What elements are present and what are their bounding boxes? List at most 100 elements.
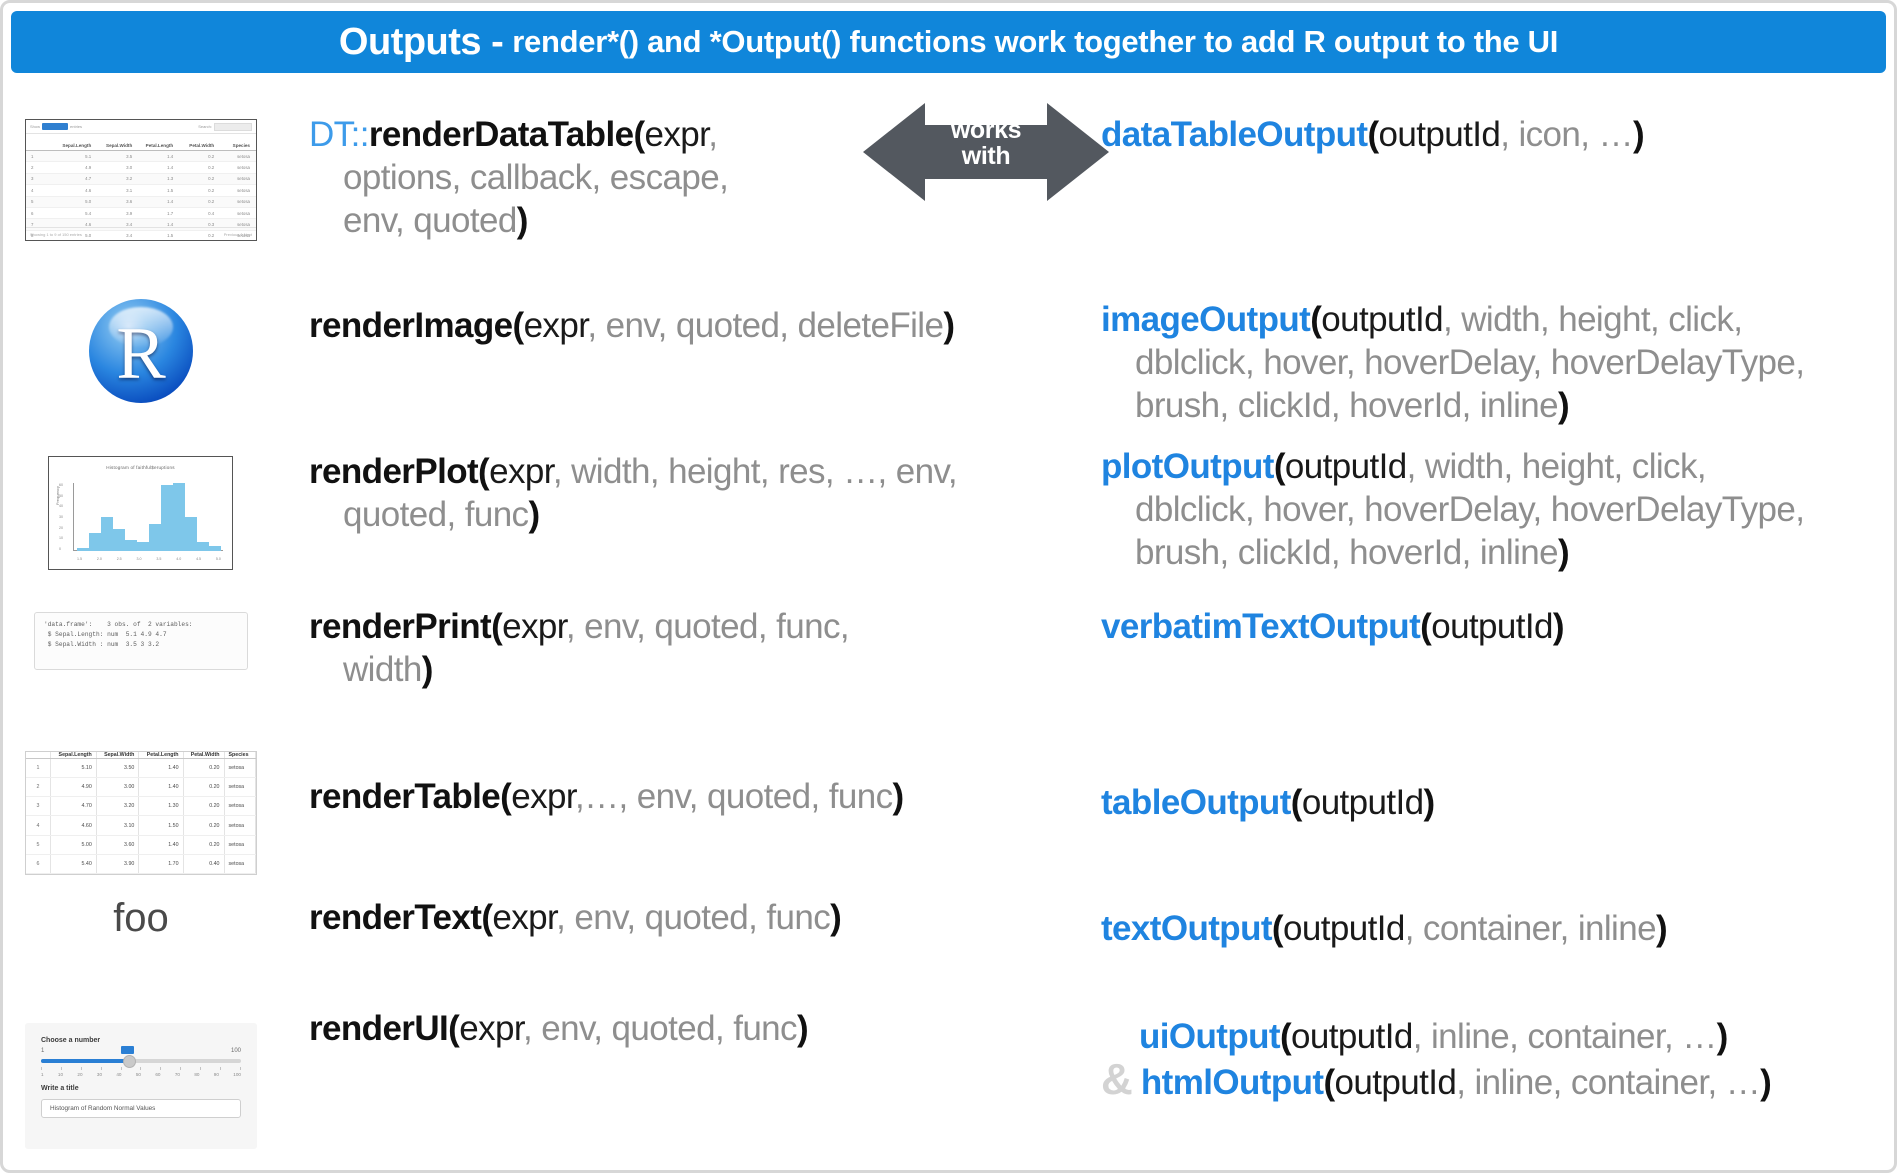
ui-ticklabel: 70 <box>174 1072 180 1077</box>
ui-text-input[interactable]: Histogram of Random Normal Values <box>41 1099 241 1118</box>
ui-slider-handle[interactable] <box>123 1055 136 1068</box>
dt-col-3: Petal.Width <box>189 143 215 148</box>
iris-table-cell: 3.10 <box>96 815 140 836</box>
dt-cell: 3.2 <box>126 176 133 182</box>
histogram-xtick: 2.0 <box>96 557 102 561</box>
dt-cell: 5.0 <box>85 233 92 239</box>
iris-table-cell: 1.40 <box>138 758 184 779</box>
histogram-bar <box>149 523 161 551</box>
render-ui-main-args: expr <box>459 1009 523 1048</box>
render-datatable-args-1: , <box>708 115 718 154</box>
iris-table-col-header: Sepal.Width <box>96 752 140 759</box>
dt-cell: 4.7 <box>85 176 92 182</box>
plot-output-name: plotOutput <box>1101 447 1274 486</box>
iris-table-cell: 5.10 <box>50 758 97 779</box>
datatable-output-dim-args: , icon, … <box>1500 115 1633 154</box>
dt-cell: 3.0 <box>126 165 133 171</box>
dt-cell: setosa <box>237 187 250 193</box>
iris-table-cell: setosa <box>224 815 256 836</box>
dt-cell: 3.1 <box>126 187 133 193</box>
open-paren: ( <box>1271 909 1284 948</box>
html-output-name: htmlOutput <box>1140 1063 1324 1102</box>
iris-table-cell: 3 <box>26 796 51 817</box>
text-output-dim-args: , container, inline <box>1404 909 1657 948</box>
histogram-ytick: 60 <box>59 483 63 487</box>
plot-output-dim-args-1: , width, height, click, <box>1406 447 1707 486</box>
histogram-xtick: 3.5 <box>156 557 162 561</box>
iris-table-cell: 1 <box>26 758 51 779</box>
ui-slider[interactable] <box>41 1046 241 1068</box>
histogram-ytick: 0 <box>59 546 61 551</box>
dt-entries-label: entries <box>70 124 83 129</box>
open-paren: ( <box>478 452 490 491</box>
dt-cell: 4.6 <box>85 222 92 228</box>
ui-slider-fill <box>41 1059 129 1063</box>
iris-table-cell: 4 <box>26 815 51 836</box>
dt-footer-left: Showing 1 to 9 of 150 entries <box>30 231 82 237</box>
close-paren: ) <box>516 201 529 240</box>
histogram-ytick: 20 <box>59 525 63 530</box>
html-output-line: & htmlOutput(outputId, inline, container… <box>1101 1058 1891 1104</box>
iris-table-col-header: Petal.Length <box>138 752 184 759</box>
open-paren: ( <box>448 1009 460 1048</box>
plot-output-main-args: outputId <box>1284 447 1407 486</box>
verbatim-text-output-main-args: outputId <box>1431 607 1553 646</box>
dt-cell: 0.2 <box>208 165 215 171</box>
histogram-ytick: 30 <box>59 514 63 519</box>
render-text-signature: renderText(expr, env, quoted, func) <box>309 896 1079 939</box>
dt-cell: 3.9 <box>126 210 133 216</box>
image-output-dim-args-3: brush, clickId, hoverId, inline <box>1135 386 1559 425</box>
dt-cell: 1 <box>31 153 34 159</box>
plot-output-dim-args-2: dblclick, hover, hoverDelay, hoverDelayT… <box>1135 490 1805 529</box>
iris-table-cell: setosa <box>224 835 256 855</box>
iris-table-col-header: Species <box>224 752 256 759</box>
iris-table-cell: 5 <box>26 835 51 855</box>
ui-tickmark <box>180 1067 182 1070</box>
close-paren: ) <box>943 306 955 345</box>
double-arrow-icon <box>863 103 1109 201</box>
iris-table-cell: 1.40 <box>138 777 184 798</box>
iris-table-cell: 0.20 <box>183 758 225 779</box>
dt-cell: 0.4 <box>208 210 215 216</box>
render-print-signature: renderPrint(expr, env, quoted, func, wid… <box>309 605 1079 691</box>
ui-tickmark <box>200 1067 202 1070</box>
iris-table-cell: 5.00 <box>50 835 97 855</box>
dt-footer-right: Previous 1 Next <box>223 231 252 237</box>
histogram-bar <box>77 547 89 551</box>
iris-table-cell: 0.20 <box>183 796 225 817</box>
dt-cell: 1.4 <box>167 165 174 171</box>
render-image-name: renderImage <box>309 306 513 345</box>
table-output-signature: tableOutput(outputId) <box>1101 781 1891 824</box>
render-text-name: renderText <box>309 898 482 937</box>
section-title-strong: Outputs - <box>338 20 504 63</box>
iris-table-cell: 3.00 <box>96 777 140 798</box>
datatable-output-main-args: outputId <box>1378 115 1501 154</box>
verbatim-text-output-name: verbatimTextOutput <box>1101 607 1421 646</box>
image-output-dim-args-1: , width, height, click, <box>1443 300 1743 339</box>
table-output-name: tableOutput <box>1101 783 1291 822</box>
dt-col-1: Sepal.Width <box>106 143 133 148</box>
render-ui-signature: renderUI(expr, env, quoted, func) <box>309 1007 1079 1050</box>
histogram-y-axis <box>73 483 74 551</box>
histogram-xtick: 5.0 <box>215 557 221 561</box>
r-logo-thumbnail: R <box>25 290 257 412</box>
text-output-signature: textOutput(outputId, container, inline) <box>1101 907 1891 950</box>
iris-table-col-header: Petal.Width <box>183 752 225 759</box>
close-paren: ) <box>528 495 540 534</box>
r-logo-gloss <box>109 307 173 347</box>
dt-cell: setosa <box>237 233 250 239</box>
iris-table-cell: 1.40 <box>138 835 184 855</box>
close-paren: ) <box>830 898 842 937</box>
iris-table-cell: 3.50 <box>96 758 140 779</box>
ui-ticklabel: 50 <box>135 1072 141 1077</box>
ui-tickmark <box>220 1067 222 1070</box>
